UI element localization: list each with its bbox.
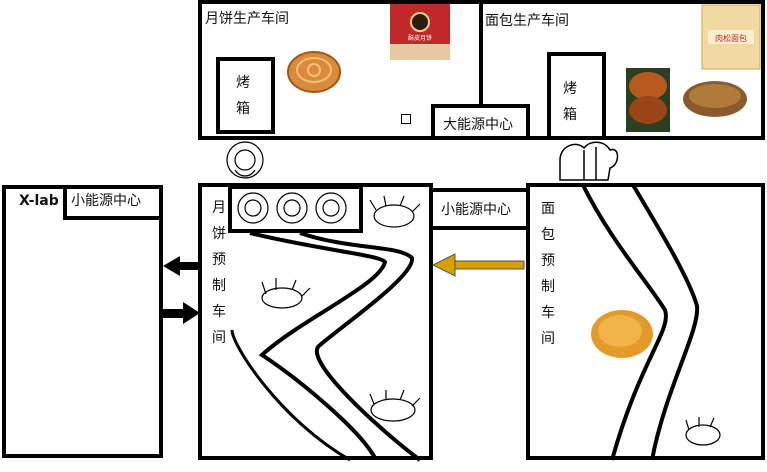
mooncake-tray (228, 185, 363, 233)
hands-icon-4 (685, 417, 721, 446)
pork-floss-image (591, 310, 653, 358)
bread-package-image: 肉松面包 (701, 4, 761, 70)
mooncake-conveyor-inner (249, 231, 388, 459)
hands-icon-1 (369, 195, 421, 228)
mooncake-prep-char-1: 月 (212, 200, 226, 216)
oven-left-char-1: 烤 (236, 75, 250, 91)
xlab-room (2, 185, 163, 458)
mooncake-prep-char-3: 预 (212, 252, 226, 268)
bread-package-text: 肉松面包 (715, 33, 747, 43)
arrow-from-xlab (163, 302, 200, 324)
pork-floss-bread-image (683, 81, 747, 117)
oven-right (547, 52, 606, 140)
small-energy-center-left-label: 小能源中心 (71, 193, 141, 209)
mooncake-prep-label: 月饼预制车间 (210, 195, 228, 351)
bread-prep-char-2: 包 (541, 227, 555, 243)
bread-prep-char-5: 车 (541, 305, 555, 321)
mooncake-conveyor-left (230, 329, 351, 462)
bread-conveyor-left (581, 184, 668, 461)
xlab-label: X-lab (19, 193, 59, 209)
oven-left-char-2: 箱 (236, 101, 250, 117)
bread-prep-label: 面包预制车间 (539, 196, 557, 352)
bread-prep-char-3: 预 (541, 253, 555, 269)
mooncake-production-label: 月饼生产车间 (205, 11, 289, 27)
bread-prep-char-4: 制 (541, 279, 555, 295)
oven-left (216, 57, 275, 134)
arrow-bread-to-mooncake (431, 253, 525, 277)
bread-buns-image (626, 68, 670, 132)
oven-left-label: 烤 箱 (234, 70, 252, 122)
mooncake-prep-char-5: 车 (212, 304, 226, 320)
mooncake-prep-char-6: 间 (212, 330, 226, 346)
oven-right-char-2: 箱 (563, 107, 577, 123)
mooncake-prep-char-2: 饼 (212, 226, 226, 242)
small-square-marker (401, 114, 411, 124)
mooncake-conveyor-outer (299, 231, 422, 462)
mooncake-prep-char-4: 制 (212, 278, 226, 294)
big-energy-center-label: 大能源中心 (443, 117, 513, 133)
mooncake-package-text: 酥皮月饼 (408, 34, 432, 42)
small-energy-center-left (63, 185, 163, 220)
mooncake-icon-top (226, 141, 264, 179)
bread-production-label: 面包生产车间 (485, 13, 569, 29)
bread-loaf-icon (559, 141, 619, 181)
oven-right-char-1: 烤 (563, 81, 577, 97)
arrow-to-xlab (163, 256, 198, 276)
small-energy-center-middle-label: 小能源中心 (441, 202, 511, 218)
bread-conveyor-right (631, 183, 700, 461)
oven-right-label: 烤 箱 (561, 76, 579, 128)
bread-prep-char-1: 面 (541, 201, 555, 217)
mooncake-image (287, 51, 341, 93)
hands-icon-3 (369, 389, 421, 422)
mooncake-package-image: 酥皮月饼 (390, 4, 450, 60)
hands-icon-2 (261, 278, 311, 309)
bread-prep-char-6: 间 (541, 331, 555, 347)
big-energy-center (431, 104, 530, 140)
tray-mooncakes (237, 192, 347, 224)
